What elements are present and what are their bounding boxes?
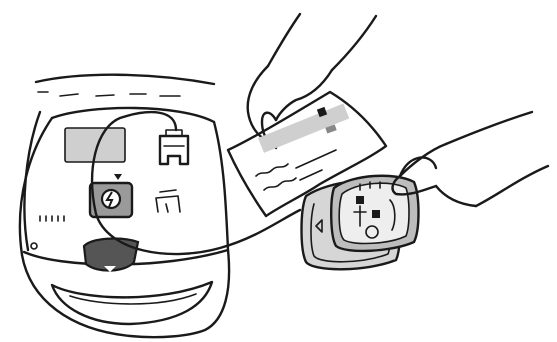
device-top-rim [36, 75, 214, 84]
shock-button-pointer [114, 174, 122, 180]
package-wave-1 [256, 164, 288, 176]
device-top-rim-dash [38, 92, 180, 96]
pad-mark-square-1 [356, 196, 364, 204]
device-face-left-edge [24, 112, 40, 250]
package-text-line [296, 150, 336, 180]
upper-arm-sleeve [268, 14, 376, 70]
right-hand [393, 112, 548, 206]
pad-mark-square-2 [372, 210, 380, 218]
package-wave-2 [264, 178, 296, 190]
on-off-button-icon [84, 239, 138, 272]
pad-placement-diagram-icon [331, 176, 418, 251]
right-arm-sleeve [446, 112, 548, 206]
device-base-opening [52, 282, 212, 324]
speaker-grille-icon [40, 216, 64, 221]
pad-placement-indicator-icon [156, 190, 180, 212]
status-led [31, 243, 37, 249]
pad-connector-socket-icon [160, 130, 188, 164]
